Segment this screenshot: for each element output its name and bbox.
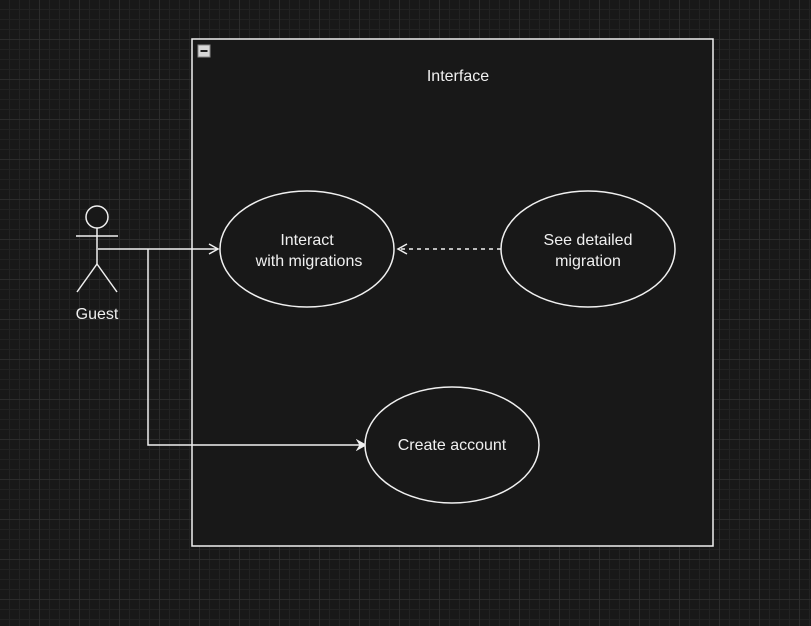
- collapse-toggle-icon[interactable]: [197, 44, 211, 58]
- use-case-label-line2: with migrations: [255, 253, 363, 270]
- use-case-ellipse[interactable]: [500, 190, 676, 308]
- actor-right-leg: [96, 263, 118, 293]
- actor-guest[interactable]: Guest: [76, 205, 119, 323]
- use-case-ellipse[interactable]: [219, 190, 395, 308]
- use-case-ellipse[interactable]: [364, 386, 540, 504]
- actor-name: Guest: [76, 306, 119, 323]
- use-case-interact-with-migrations[interactable]: Interact with migrations: [219, 190, 395, 308]
- system-boundary-title: Interface: [427, 68, 489, 85]
- use-case-label-line1: Create account: [398, 437, 507, 454]
- use-case-label-line1: Interact: [280, 232, 334, 249]
- use-case-label-line1: See detailed: [544, 232, 633, 249]
- actor-head: [85, 205, 109, 229]
- use-case-label-line2: migration: [555, 253, 621, 270]
- use-case-see-detailed-migration[interactable]: See detailed migration: [500, 190, 676, 308]
- actor-left-leg: [76, 263, 98, 293]
- association-guest-create-account[interactable]: [147, 249, 366, 445]
- use-case-create-account[interactable]: Create account: [364, 386, 540, 504]
